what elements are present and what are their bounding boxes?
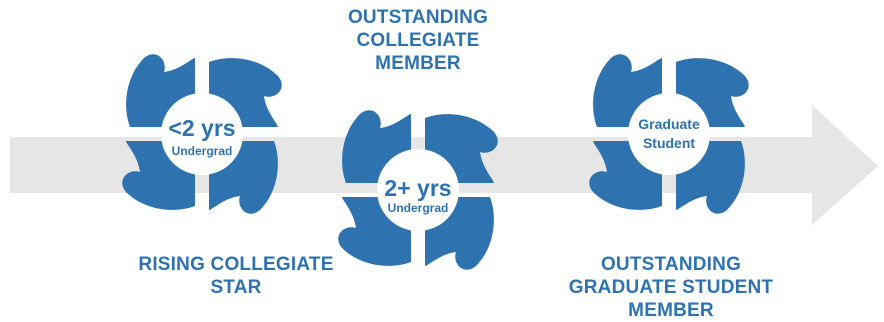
gear-main-label: Graduate — [638, 116, 700, 132]
award-caption-line: RISING COLLEGIATE — [138, 254, 334, 275]
gear-sub-label: Undergrad — [172, 144, 233, 158]
gear-icon — [338, 110, 498, 270]
gear-main-label: <2 yrs — [168, 115, 235, 141]
gear-graduate-student: Graduate Student — [589, 54, 749, 214]
gear-center — [628, 93, 710, 175]
award-caption-line: GRADUATE STUDENT — [568, 277, 774, 298]
award-caption-outstanding-collegiate-member: OUTSTANDING COLLEGIATE MEMBER — [318, 6, 518, 75]
award-caption-rising-collegiate-star: RISING COLLEGIATE STAR — [118, 253, 354, 299]
award-caption-line: STAR — [210, 277, 262, 298]
gear-undergrad-under-2-years: <2 yrs Undergrad — [122, 54, 282, 214]
award-caption-line: MEMBER — [375, 53, 461, 74]
award-caption-line: OUTSTANDING — [347, 7, 489, 28]
gear-undergrad-over-2-years: 2+ yrs Undergrad — [338, 110, 498, 270]
gear-sub-label: Undergrad — [388, 201, 449, 215]
award-caption-outstanding-graduate-student-member: OUTSTANDING GRADUATE STUDENT MEMBER — [560, 253, 782, 322]
award-caption-line: MEMBER — [628, 300, 714, 321]
gear-icon — [589, 54, 749, 214]
gear-main-label: 2+ yrs — [384, 175, 451, 201]
gear-sub-label: Student — [643, 135, 695, 151]
gear-center — [377, 149, 459, 231]
gear-icon — [122, 54, 282, 214]
gear-center — [161, 93, 243, 175]
award-caption-line: OUTSTANDING — [600, 254, 742, 275]
award-caption-line: COLLEGIATE — [356, 30, 480, 51]
